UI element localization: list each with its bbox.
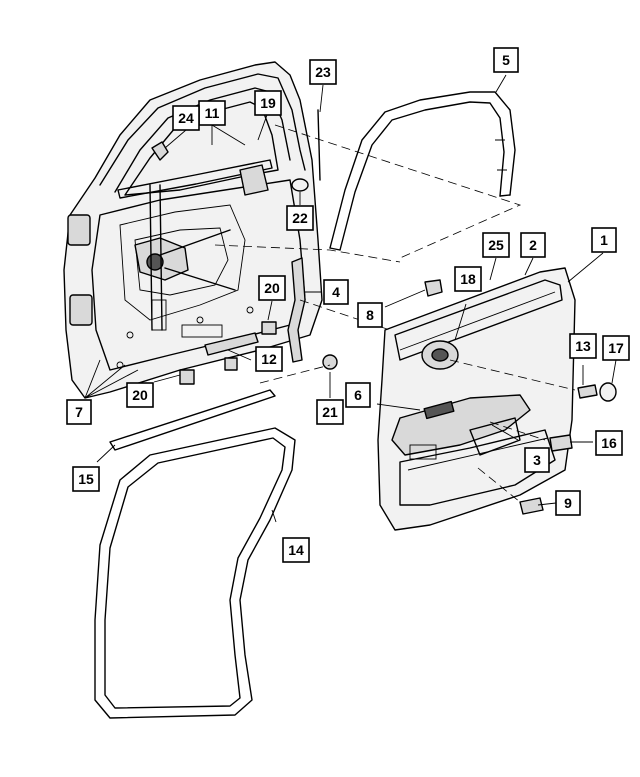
callout-9: 9: [555, 490, 581, 516]
callout-19: 19: [254, 90, 282, 116]
svg-text:22: 22: [292, 210, 308, 226]
door-opening-seal: [94, 427, 296, 719]
window-frame-weatherstrip: [329, 91, 516, 251]
svg-text:20: 20: [264, 280, 280, 296]
callout-8: 8: [357, 302, 383, 328]
svg-text:19: 19: [260, 95, 276, 111]
svg-text:18: 18: [460, 271, 476, 287]
svg-text:5: 5: [502, 52, 510, 68]
svg-text:1: 1: [600, 232, 608, 248]
callout-2: 2: [520, 232, 546, 258]
callout-5: 5: [493, 47, 519, 73]
callout-11: 11: [198, 100, 226, 126]
bracket: [287, 257, 306, 363]
callout-22: 22: [286, 205, 314, 231]
callout-20-lower: 20: [126, 382, 154, 408]
callout-23: 23: [309, 59, 337, 85]
leader-lines: [84, 74, 617, 523]
svg-text:21: 21: [322, 404, 338, 420]
callout-17: 17: [602, 335, 630, 361]
door-trim-panel: [377, 267, 576, 531]
callout-14: 14: [282, 537, 310, 563]
svg-text:20: 20: [132, 387, 148, 403]
callout-6: 6: [345, 382, 371, 408]
lower-door-seal: [109, 389, 276, 451]
svg-text:6: 6: [354, 387, 362, 403]
callout-16: 16: [595, 430, 623, 456]
svg-text:16: 16: [601, 435, 617, 451]
callout-4: 4: [323, 279, 349, 305]
fasteners: [291, 109, 617, 515]
callout-12: 12: [255, 346, 283, 372]
svg-text:11: 11: [205, 105, 220, 121]
callout-20-upper: 20: [258, 275, 286, 301]
svg-text:25: 25: [488, 237, 504, 253]
svg-text:24: 24: [178, 110, 194, 126]
svg-text:15: 15: [78, 471, 94, 487]
svg-text:14: 14: [288, 542, 304, 558]
callout-1: 1: [591, 227, 617, 253]
svg-text:17: 17: [608, 340, 624, 356]
callout-21: 21: [316, 399, 344, 425]
svg-text:4: 4: [332, 284, 340, 300]
callout-25: 25: [482, 232, 510, 258]
callout-3: 3: [524, 447, 550, 473]
svg-text:23: 23: [315, 64, 331, 80]
svg-text:7: 7: [75, 404, 83, 420]
inner-belt-parts: [179, 321, 277, 385]
assembly-lines: [214, 124, 576, 503]
svg-text:2: 2: [529, 237, 537, 253]
callout-18: 18: [454, 266, 482, 292]
svg-text:13: 13: [575, 338, 591, 354]
callout-13: 13: [569, 333, 597, 359]
svg-text:8: 8: [366, 307, 374, 323]
svg-text:9: 9: [564, 495, 572, 511]
callout-24: 24: [172, 105, 200, 131]
callout-7: 7: [66, 399, 92, 425]
svg-text:3: 3: [533, 452, 541, 468]
svg-text:12: 12: [261, 351, 277, 367]
callout-15: 15: [72, 466, 100, 492]
